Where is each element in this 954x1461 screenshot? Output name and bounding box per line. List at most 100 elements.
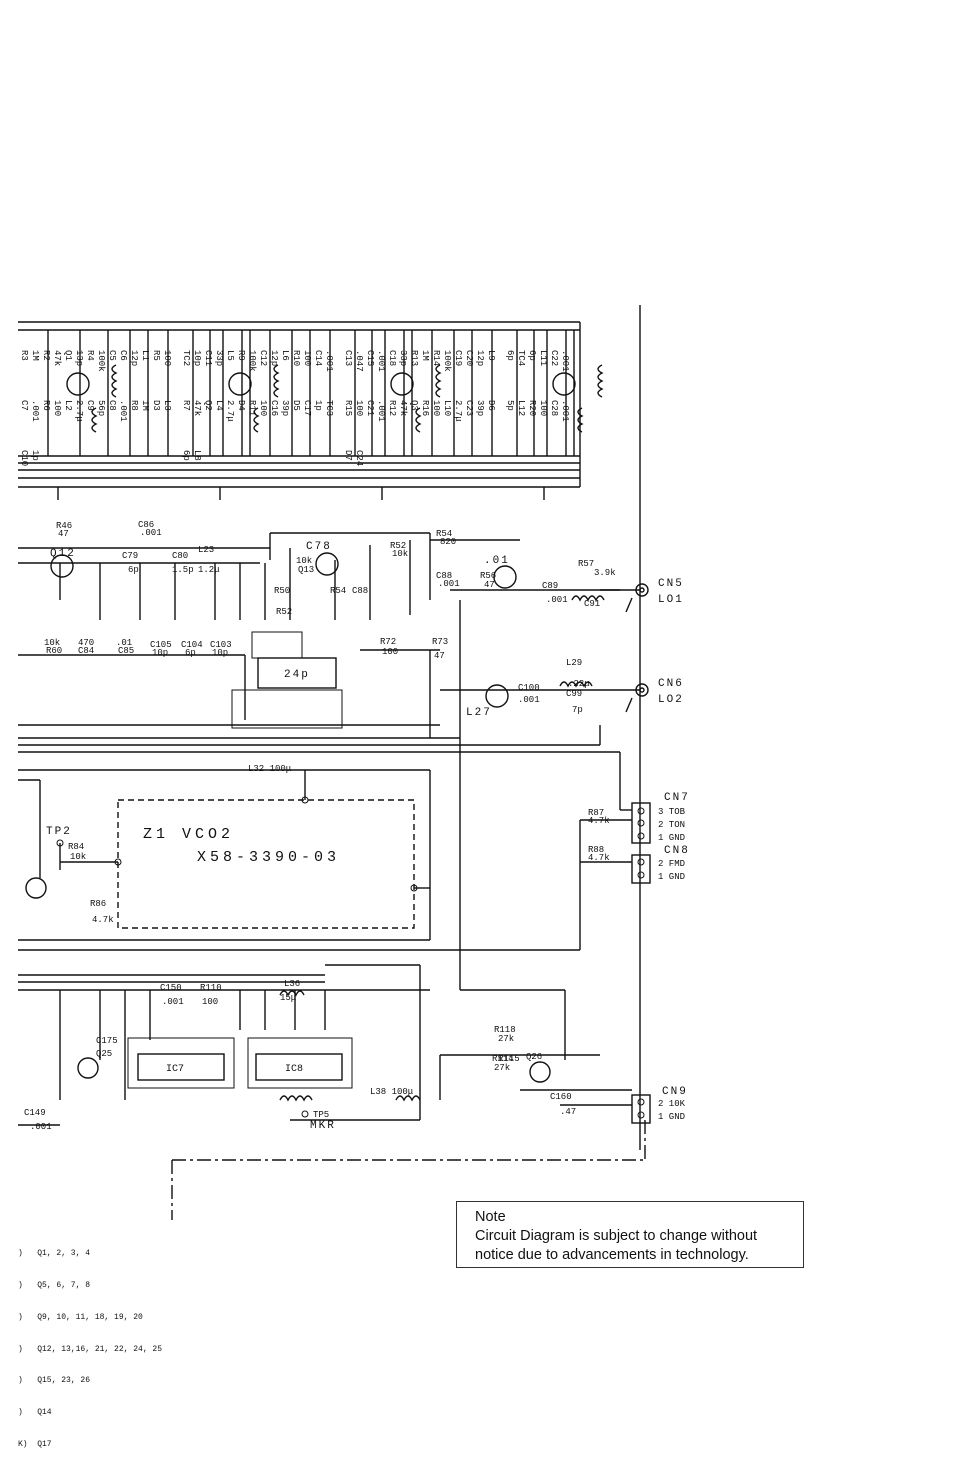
part-label: C24: [354, 450, 364, 466]
svg-text:C89: C89: [542, 581, 558, 591]
part-label: R7: [181, 400, 191, 411]
q12-label: Q12: [50, 548, 76, 560]
legend-line: ) Q14: [18, 1408, 52, 1418]
svg-text:L29: L29: [566, 658, 582, 668]
svg-text:C99: C99: [566, 689, 582, 699]
part-label: 33p: [214, 350, 224, 366]
part-label: 1p: [30, 450, 40, 461]
transistor-legend: ) Q1, 2, 3, 4 ) Q5, 6, 7, 8 ) Q9, 10, 11…: [18, 1228, 162, 1461]
svg-text:R54: R54: [436, 529, 452, 539]
part-label: L6: [280, 350, 290, 361]
svg-text:27k: 27k: [494, 1063, 510, 1073]
part-label: 100: [538, 400, 548, 416]
svg-text:10p: 10p: [212, 648, 228, 658]
svg-text:.01: .01: [116, 638, 132, 648]
svg-text:L32 100μ: L32 100μ: [248, 764, 292, 774]
svg-text:7p: 7p: [572, 705, 583, 715]
legend-line: ) Q15, 23, 26: [18, 1376, 91, 1386]
vco-module: [18, 770, 632, 951]
part-label: C16: [269, 400, 279, 416]
svg-text:470: 470: [78, 638, 94, 648]
svg-text:10k: 10k: [392, 549, 408, 559]
svg-text:C84: C84: [78, 646, 94, 656]
svg-text:L38 100μ: L38 100μ: [370, 1087, 414, 1097]
part-label: 12p: [129, 350, 139, 366]
svg-text:10p: 10p: [152, 648, 168, 658]
svg-text:L23: L23: [198, 545, 214, 555]
part-label: 12p: [269, 350, 279, 366]
part-label: TC2: [181, 350, 191, 366]
part-label: Q2: [203, 400, 213, 411]
part-label: L12: [516, 400, 526, 416]
svg-text:10k: 10k: [44, 638, 60, 648]
part-label: 13p: [74, 350, 84, 366]
ic8-label: IC8: [285, 1064, 303, 1075]
svg-text:820: 820: [440, 537, 456, 547]
part-label: R2: [41, 350, 51, 361]
part-label: 100: [52, 400, 62, 416]
r46-label: R46: [56, 521, 72, 531]
svg-text:4.7k: 4.7k: [588, 816, 610, 826]
part-label: C22: [549, 350, 559, 366]
svg-text:C79: C79: [122, 551, 138, 561]
part-label: .001: [324, 350, 334, 372]
rf-stage: [371, 330, 575, 500]
part-label: .001: [560, 350, 570, 372]
rf-stage: [533, 330, 604, 500]
cn9-pin2: 2 10K: [658, 1099, 686, 1109]
part-label: L5: [225, 350, 235, 361]
part-label: C9: [85, 400, 95, 411]
svg-text:C85: C85: [118, 646, 134, 656]
mkr-label: MKR: [310, 1120, 336, 1132]
legend-line: ) Q1, 2, 3, 4: [18, 1249, 91, 1259]
part-label: 47k: [398, 400, 408, 416]
q13-label: C78: [306, 541, 332, 553]
part-label: R3: [19, 350, 29, 361]
part-label: 100: [258, 400, 268, 416]
part-label: D3: [151, 400, 161, 411]
svg-text:C160: C160: [550, 1092, 572, 1102]
ic7-label: IC7: [166, 1064, 184, 1075]
svg-text:6p: 6p: [185, 648, 196, 658]
part-label: R13: [409, 350, 419, 366]
svg-text:4.7k: 4.7k: [92, 915, 114, 925]
part-label: TC3: [324, 400, 334, 416]
svg-text:1.2μ: 1.2μ: [198, 565, 220, 575]
part-label: 100k: [442, 350, 452, 372]
part-label: C15: [365, 350, 375, 366]
cn7-pin3: 3 TOB: [658, 807, 686, 817]
svg-text:C104: C104: [181, 640, 203, 650]
part-label: L11: [538, 350, 548, 366]
part-label: C23: [464, 400, 474, 416]
cn7-pin2: 2 TON: [658, 820, 685, 830]
legend-line: ) Q9, 10, 11, 18, 19, 20: [18, 1312, 143, 1322]
cn5-label: CN5: [658, 578, 684, 590]
svg-text:C86: C86: [138, 520, 154, 530]
tp2-label: TP2: [46, 826, 72, 838]
svg-text:C91: C91: [584, 599, 600, 609]
part-label: TC4: [516, 350, 526, 366]
cn8-pin1: 1 GND: [658, 872, 685, 882]
lo-section: [18, 532, 649, 1060]
svg-text:10k: 10k: [70, 852, 86, 862]
part-label: D4: [236, 400, 246, 411]
part-label: 47k: [52, 350, 62, 366]
svg-text:C80: C80: [172, 551, 188, 561]
svg-text:C175: C175: [96, 1036, 118, 1046]
part-label: C10: [19, 450, 29, 466]
connector-blocks: [631, 802, 651, 1124]
tp5-label: TP5: [313, 1110, 329, 1120]
svg-text:3.9k: 3.9k: [594, 568, 616, 578]
svg-text:C100: C100: [518, 683, 540, 693]
part-label: L10: [442, 400, 452, 416]
cn8-pin2: 2 FMD: [658, 859, 685, 869]
note-box: Note Circuit Diagram is subject to chang…: [456, 1201, 804, 1268]
part-labels: Z1 VCO2 X58-3390-03 TP2 24p IC7 IC8 TP5 …: [24, 520, 688, 1132]
part-label: D5: [291, 400, 301, 411]
svg-text:.001: .001: [546, 595, 568, 605]
part-label: 5p: [505, 400, 515, 411]
part-label: C19: [453, 350, 463, 366]
part-label: R12: [387, 400, 397, 416]
part-label: 47k: [192, 400, 202, 416]
